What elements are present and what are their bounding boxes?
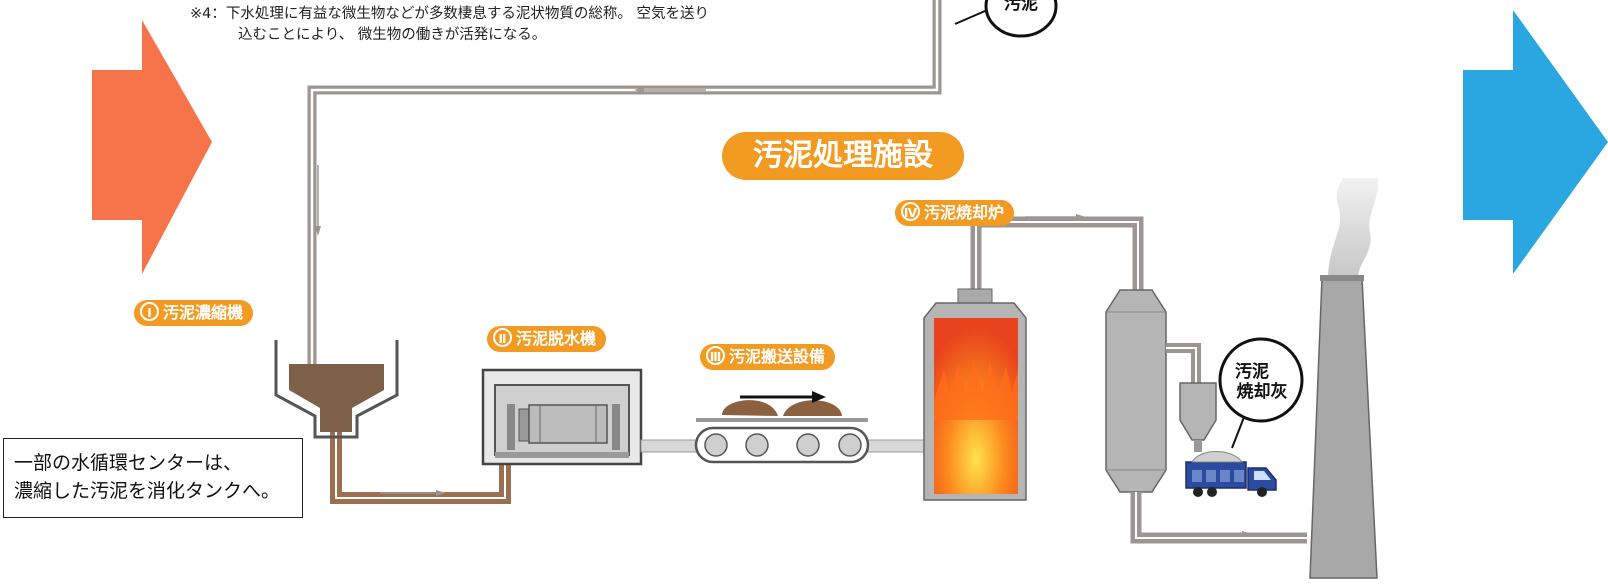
- sludge-incinerator: [923, 288, 1027, 501]
- info-line-1: 一部の水循環センターは、: [14, 452, 243, 474]
- ash-hopper: [1179, 382, 1217, 441]
- smoke-plume: [1328, 178, 1379, 275]
- flow-arrow-right-3: [1186, 531, 1252, 537]
- ash-pipe: [1166, 343, 1201, 385]
- stage-numeral: Ⅱ: [493, 328, 512, 347]
- incinerator-duct: [970, 216, 1144, 290]
- footnote-line-2: 込むことにより、 微生物の働きが活発になる。: [238, 27, 547, 43]
- ash-bubble-line-1: 汚泥: [1235, 362, 1269, 382]
- digestion-tank-note: 一部の水循環センターは、 濃縮した汚泥を消化タンクへ。: [3, 438, 303, 518]
- outflow-arrow: [1463, 10, 1608, 274]
- connector-pipe-1: [640, 439, 702, 453]
- sludge-bubble: [984, 0, 1058, 38]
- chimney-stack: [1309, 277, 1378, 579]
- info-line-2: 濃縮した汚泥を消化タンクへ。: [14, 480, 281, 502]
- ash-chute: [1194, 440, 1202, 452]
- sludge-bubble-label: 汚泥: [1004, 0, 1038, 14]
- flow-arrow-left: [634, 87, 706, 93]
- sludge-thickener: [274, 340, 399, 439]
- ash-bubble: [1218, 337, 1304, 423]
- stage-label-text: 汚泥濃縮機: [163, 303, 244, 322]
- flow-arrow-right-1: [380, 490, 446, 496]
- stage-label-text: 汚泥搬送設備: [729, 347, 826, 366]
- stage-label-text: 汚泥焼却炉: [924, 203, 1005, 222]
- stage-numeral: Ⅰ: [140, 302, 159, 321]
- facility-title: 汚泥処理施設: [722, 132, 964, 180]
- inflow-arrow: [92, 20, 212, 274]
- sludge-conveyor: [694, 391, 870, 464]
- connector-pipe-2: [867, 439, 927, 453]
- stage-numeral: Ⅲ: [706, 346, 725, 365]
- flow-arrow-right-2: [1025, 214, 1086, 220]
- ash-bubble-line-2: 焼却灰: [1236, 382, 1288, 402]
- sludge-dehydrator: [481, 368, 643, 466]
- flow-arrow-down: [315, 165, 321, 236]
- exhaust-duct: [1130, 492, 1307, 544]
- ash-truck: [1185, 451, 1277, 497]
- footnote-line-1: ※4：下水処理に有益な微生物などが多数棲息する泥状物質の総称。 空気を送り: [190, 6, 709, 22]
- thickened-sludge-pipe: [330, 430, 511, 504]
- stage-label-text: 汚泥脱水機: [516, 329, 597, 348]
- return-sludge-pipe: [307, 0, 942, 372]
- exhaust-gas-treatment: [1105, 289, 1167, 493]
- stage-numeral: Ⅳ: [901, 202, 920, 221]
